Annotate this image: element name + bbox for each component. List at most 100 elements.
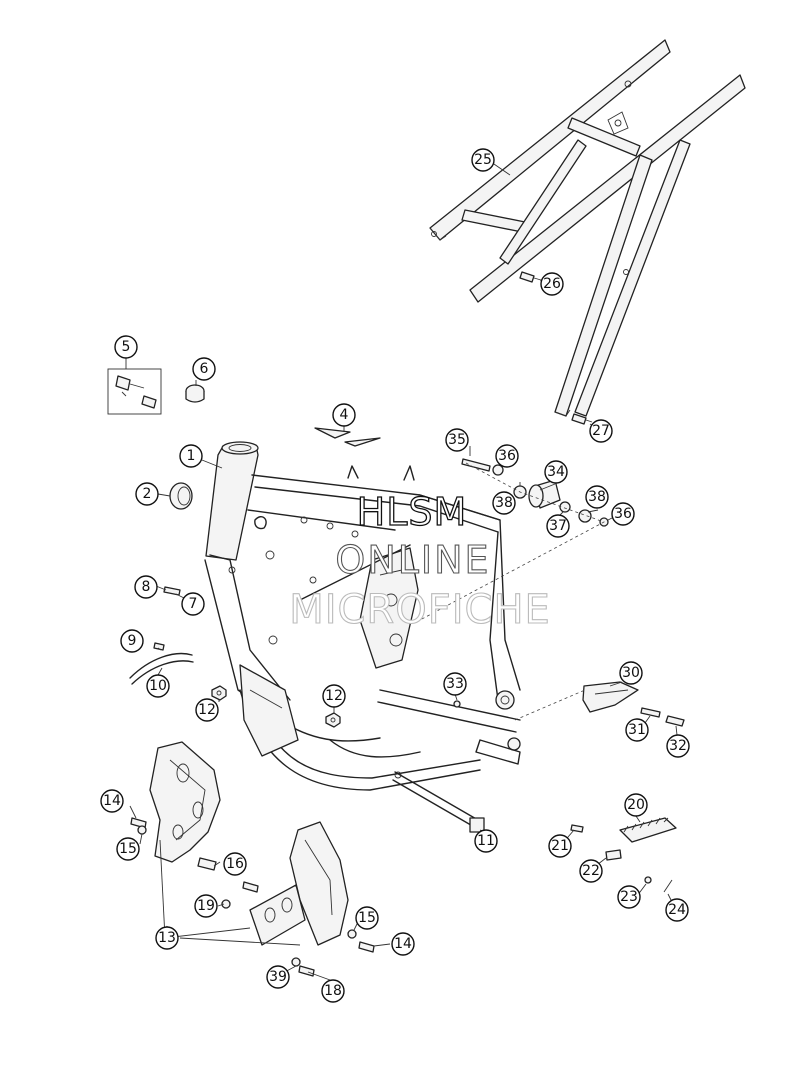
svg-text:12: 12: [325, 688, 343, 704]
chain-slider-30: [514, 681, 685, 727]
callout-14a: 14: [100, 789, 124, 813]
callout-24: 24: [665, 898, 689, 922]
callout-26: 26: [540, 272, 564, 296]
callout-34: 34: [544, 460, 568, 484]
svg-text:6: 6: [200, 361, 209, 377]
bolt-26: [519, 271, 542, 283]
svg-text:4: 4: [340, 407, 349, 423]
footpeg-20: [570, 817, 677, 893]
callout-38a: 38: [492, 491, 516, 515]
svg-text:15: 15: [119, 841, 137, 857]
svg-text:8: 8: [142, 579, 151, 595]
callout-2: 2: [135, 482, 159, 506]
callout-32: 32: [666, 734, 690, 758]
bolt-27: [571, 413, 593, 425]
svg-text:7: 7: [189, 596, 198, 612]
svg-text:22: 22: [582, 863, 600, 879]
watermark-line-1: HLSM: [357, 490, 468, 534]
callout-38b: 38: [585, 485, 609, 509]
callout-15b: 15: [355, 906, 379, 930]
decals-4: [314, 427, 381, 447]
svg-text:26: 26: [543, 276, 561, 292]
main-frame: [204, 441, 521, 791]
callout-27: 27: [589, 419, 613, 443]
callout-15a: 15: [116, 837, 140, 861]
svg-text:34: 34: [547, 464, 565, 480]
callout-20: 20: [624, 793, 648, 817]
svg-text:12: 12: [198, 702, 216, 718]
watermark-line-3: MICROFICHE: [289, 587, 551, 633]
frame-guard-right-13: [221, 821, 375, 977]
nut-33: [453, 700, 461, 708]
hose-10: [129, 652, 194, 685]
svg-text:18: 18: [324, 983, 342, 999]
svg-text:20: 20: [627, 797, 645, 813]
nut-12a: [211, 685, 227, 701]
callout-16: 16: [223, 852, 247, 876]
svg-text:5: 5: [122, 339, 131, 355]
svg-text:32: 32: [669, 738, 687, 754]
bolt-11: [392, 771, 485, 833]
callout-23: 23: [617, 885, 641, 909]
watermark: HLSM ONLINE MICROFICHE: [289, 489, 551, 633]
callout-31: 31: [625, 718, 649, 742]
svg-text:1: 1: [187, 448, 196, 464]
svg-text:2: 2: [143, 486, 152, 502]
svg-text:27: 27: [592, 423, 610, 439]
callout-14b: 14: [391, 932, 415, 956]
svg-text:35: 35: [448, 432, 466, 448]
subframe: [429, 39, 746, 417]
callout-5: 5: [114, 335, 138, 359]
callout-8: 8: [134, 575, 158, 599]
watermark-line-2: ONLINE: [335, 538, 490, 582]
svg-text:24: 24: [668, 902, 686, 918]
callout-7: 7: [181, 592, 205, 616]
svg-text:19: 19: [197, 898, 215, 914]
callout-11: 11: [474, 829, 498, 853]
callout-37: 37: [546, 514, 570, 538]
svg-text:11: 11: [477, 833, 495, 849]
svg-text:9: 9: [128, 633, 137, 649]
svg-text:16: 16: [226, 856, 244, 872]
plug-6: [185, 384, 205, 403]
callout-13: 13: [155, 926, 179, 950]
svg-text:10: 10: [149, 678, 167, 694]
svg-text:33: 33: [446, 676, 464, 692]
callout-12a: 12: [195, 698, 219, 722]
callout-10: 10: [146, 674, 170, 698]
callout-35: 35: [445, 428, 469, 452]
svg-text:38: 38: [495, 495, 513, 511]
callout-6: 6: [192, 357, 216, 381]
callout-25: 25: [471, 148, 495, 172]
svg-text:14: 14: [103, 793, 121, 809]
svg-text:13: 13: [158, 930, 176, 946]
cap-2: [169, 482, 193, 510]
lock-kit-5: [107, 368, 162, 415]
svg-text:14: 14: [394, 936, 412, 952]
callout-33: 33: [443, 672, 467, 696]
svg-text:38: 38: [588, 489, 606, 505]
callout-9: 9: [120, 629, 144, 653]
frame-guard-left-13: [130, 741, 221, 871]
svg-text:39: 39: [269, 969, 287, 985]
callout-36a: 36: [495, 444, 519, 468]
callout-22: 22: [579, 859, 603, 883]
shock-mount-parts: [419, 458, 609, 621]
callout-21: 21: [548, 834, 572, 858]
svg-text:25: 25: [474, 152, 492, 168]
svg-text:31: 31: [628, 722, 646, 738]
callout-12b: 12: [322, 684, 346, 708]
svg-text:37: 37: [549, 518, 567, 534]
callout-18: 18: [321, 979, 345, 1003]
callout-30: 30: [619, 661, 643, 685]
screw-7-8: [163, 586, 181, 596]
callout-36b: 36: [611, 502, 635, 526]
svg-text:15: 15: [358, 910, 376, 926]
callout-19: 19: [194, 894, 218, 918]
callout-4: 4: [332, 403, 356, 427]
svg-text:30: 30: [622, 665, 640, 681]
svg-text:36: 36: [498, 448, 516, 464]
svg-text:21: 21: [551, 838, 569, 854]
svg-text:23: 23: [620, 889, 638, 905]
